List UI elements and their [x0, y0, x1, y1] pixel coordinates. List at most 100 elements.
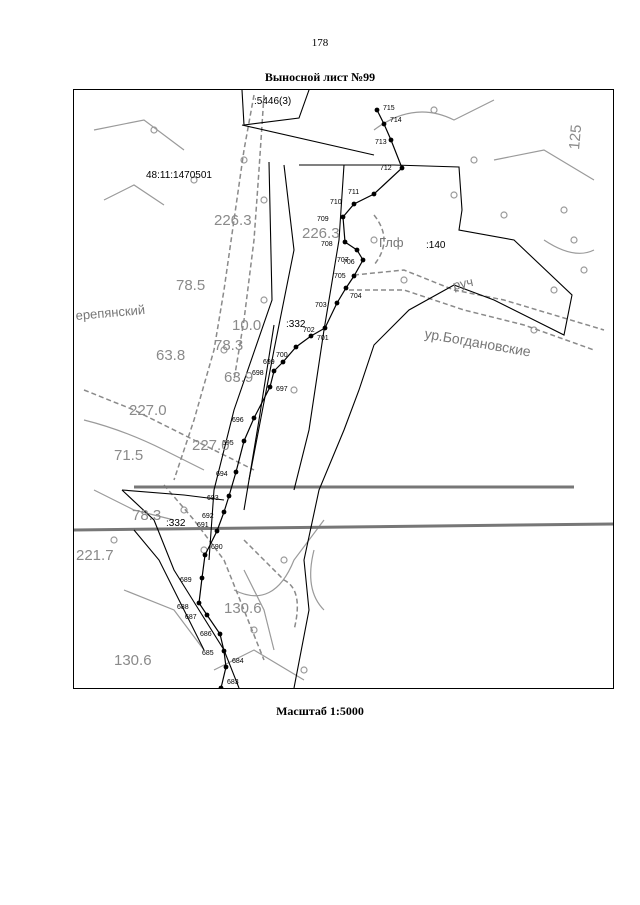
survey-point-marker: [221, 509, 227, 515]
parcel-label-140: :140: [426, 240, 446, 251]
survey-point-marker: [351, 273, 357, 279]
survey-point-marker: [226, 493, 232, 499]
survey-point-label: 712: [380, 165, 392, 172]
survey-point-marker: [218, 685, 224, 688]
sheet-title: Выносной лист №99: [264, 70, 376, 84]
elevation-label: 63.8: [156, 347, 185, 364]
survey-point-marker: [251, 415, 257, 421]
survey-point-marker: [342, 239, 348, 245]
parcel-label-332-upper: :332: [286, 319, 306, 330]
survey-point-label: 705: [334, 273, 346, 280]
survey-point-marker: [241, 438, 247, 444]
scale-label: Масштаб 1:5000: [276, 704, 364, 718]
elevation-label: 78.3: [132, 507, 161, 524]
survey-point-label: 693: [207, 495, 219, 502]
elevation-label: 227.0: [192, 437, 230, 454]
elevation-label: 125: [566, 124, 585, 150]
survey-point-marker: [267, 384, 273, 390]
survey-point-label: 688: [177, 604, 189, 611]
survey-points: 683 684 685 686 687 688 689 690 691 692 693 694 695 6…: [177, 105, 405, 688]
survey-point-label: 710: [330, 199, 342, 206]
survey-point-marker: [280, 359, 286, 365]
survey-point-marker: [271, 368, 277, 374]
elevation-label: 227.0: [129, 402, 167, 419]
elevation-label: 78.3: [214, 337, 243, 354]
elevation-label: 71.5: [114, 447, 143, 464]
survey-point-label: 686: [200, 631, 212, 638]
parcel-label-5446: :5446(3): [254, 96, 291, 107]
survey-point-marker: [399, 165, 405, 171]
elevation-label: 63.9: [224, 369, 253, 386]
survey-point-label: 700: [276, 352, 288, 359]
survey-point-marker: [334, 300, 340, 306]
survey-point-marker: [233, 469, 239, 475]
survey-point-label: 691: [197, 522, 209, 529]
elevation-label: 130.6: [224, 600, 262, 617]
survey-point-marker: [388, 137, 394, 143]
survey-point-label: 694: [216, 471, 228, 478]
terrain-background: [83, 99, 595, 681]
elevation-label: 130.6: [114, 652, 152, 669]
survey-point-label: 684: [232, 658, 244, 665]
survey-point-marker: [340, 214, 346, 220]
survey-point-label: 709: [317, 216, 329, 223]
survey-point-label: 701: [317, 335, 329, 342]
survey-point-marker: [204, 612, 210, 618]
place-name-ruch: руч: [452, 274, 475, 293]
place-name-bogdanovskie: ур.Богдановские: [423, 325, 532, 359]
survey-point-marker: [354, 247, 360, 253]
main-road: [74, 485, 613, 532]
elevation-label: 10.0: [232, 317, 261, 334]
survey-point-label: 702: [303, 327, 315, 334]
survey-point-label: 704: [350, 293, 362, 300]
survey-point-marker: [360, 257, 366, 263]
survey-point-marker: [308, 333, 314, 339]
survey-point-marker: [202, 552, 208, 558]
survey-point-label: 697: [276, 386, 288, 393]
survey-point-marker: [196, 600, 202, 606]
survey-point-marker: [381, 121, 387, 127]
survey-point-label: 690: [211, 544, 223, 551]
survey-point-label: 711: [348, 189, 359, 196]
road-lines: [83, 94, 605, 661]
survey-point-marker: [371, 191, 377, 197]
place-name-erepyanskiy: ерепянский: [75, 302, 146, 323]
survey-point-label: 695: [222, 440, 234, 447]
survey-point-marker: [221, 648, 227, 654]
elevation-label: 226.3: [302, 225, 340, 242]
parcel-label-332-lower: :332: [166, 518, 186, 529]
survey-point-marker: [223, 664, 229, 670]
survey-point-label: 685: [202, 650, 214, 657]
survey-point-label: 708: [321, 241, 333, 248]
elevation-label: 221.7: [76, 547, 114, 564]
map-frame: 683 684 685 686 687 688 689 690 691 692 693 694 695 6…: [73, 89, 614, 689]
parcel-label-quarter: 48:11:1470501: [146, 170, 212, 181]
survey-point-label: 683: [227, 679, 239, 686]
page-number: 178: [311, 37, 329, 49]
survey-point-label: 707: [337, 257, 349, 264]
survey-point-label: 699: [263, 359, 275, 366]
survey-point-label: 714: [390, 117, 402, 124]
survey-point-label: 703: [315, 302, 327, 309]
survey-point-marker: [214, 528, 220, 534]
survey-point-marker: [351, 201, 357, 207]
survey-point-label: 715: [383, 105, 395, 112]
survey-point-marker: [217, 631, 223, 637]
survey-point-marker: [343, 285, 349, 291]
survey-point-label: 713: [375, 139, 387, 146]
survey-point-label: 698: [252, 370, 264, 377]
survey-point-marker: [322, 325, 328, 331]
place-name-glf: Глф: [379, 235, 404, 250]
elevation-label: 226.3: [214, 212, 252, 229]
survey-point-marker: [199, 575, 205, 581]
survey-point-marker: [374, 107, 380, 113]
survey-point-label: 687: [185, 614, 197, 621]
survey-point-label: 692: [202, 513, 214, 520]
survey-point-marker: [293, 344, 299, 350]
elevation-labels: 226.3 226.3 78.5 10.0 63.8 78.3 63.9 227…: [76, 124, 585, 669]
survey-point-label: 706: [343, 259, 355, 266]
elevation-label: 78.5: [176, 277, 205, 294]
survey-point-label: 689: [180, 577, 192, 584]
survey-point-label: 696: [232, 417, 244, 424]
cadastral-map: 683 684 685 686 687 688 689 690 691 692 693 694 695 6…: [74, 90, 613, 688]
